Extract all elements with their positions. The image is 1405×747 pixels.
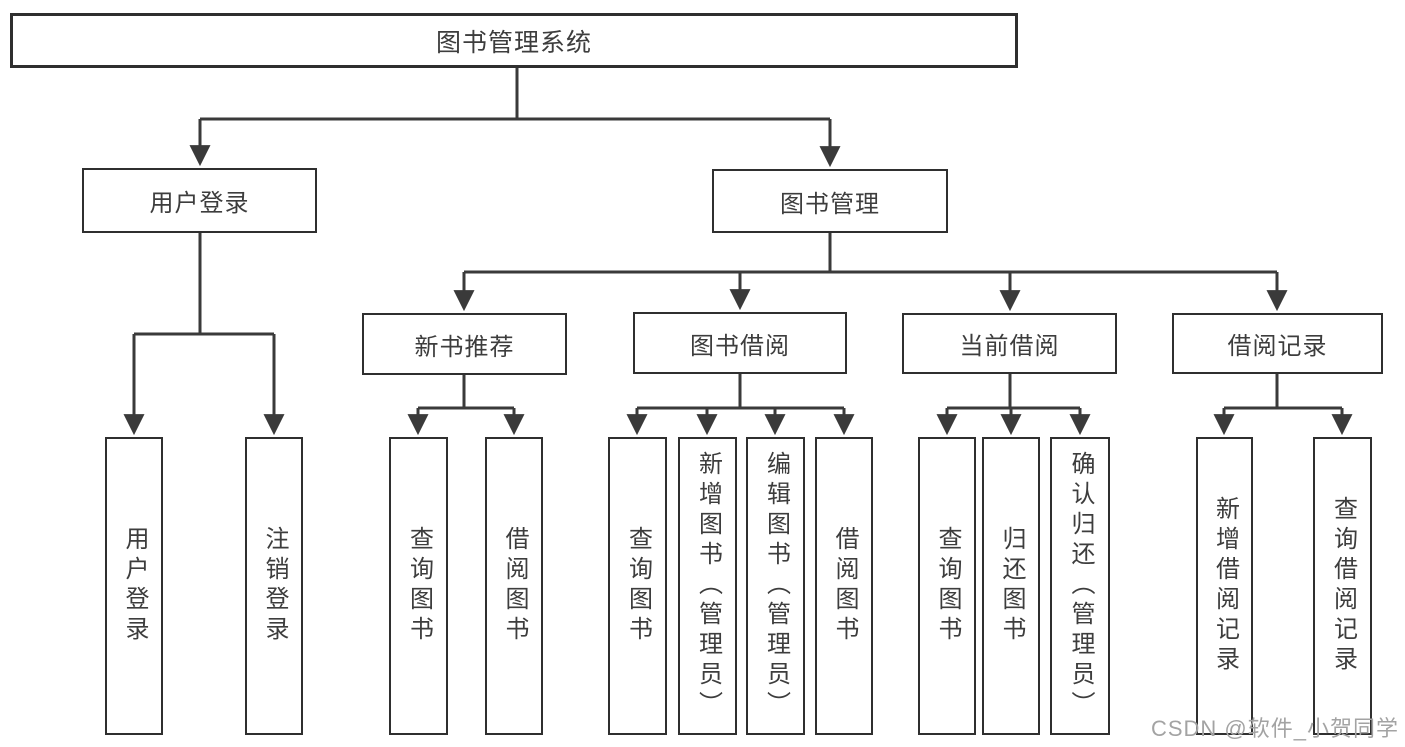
watermark: CSDN @软件_小贺同学 (1150, 716, 1399, 741)
node-leaf-edit-book-admin: 编辑图书（管理员） (746, 437, 805, 735)
node-user-login: 用户登录 (82, 168, 317, 233)
node-label: 新增借阅记录 (1211, 496, 1239, 676)
node-borrowing-records: 借阅记录 (1172, 313, 1383, 374)
node-label: 查询图书 (624, 526, 652, 646)
node-label: 编辑图书（管理员） (762, 451, 790, 721)
node-leaf-borrow-book-2: 借阅图书 (815, 437, 873, 735)
node-label: 确认归还（管理员） (1067, 451, 1094, 721)
node-new-book-recommendation: 新书推荐 (362, 313, 567, 375)
node-leaf-logout: 注销登录 (245, 437, 303, 735)
node-label: 归还图书 (998, 526, 1025, 646)
node-label: 借阅图书 (831, 526, 858, 646)
node-label: 借阅图书 (501, 526, 528, 646)
node-current-borrowing: 当前借阅 (902, 313, 1117, 374)
node-leaf-borrow-book-1: 借阅图书 (485, 437, 543, 735)
node-label: 查询图书 (405, 526, 433, 646)
node-label: 查询图书 (934, 526, 961, 646)
connectors (123, 68, 1353, 436)
node-label: 新增图书（管理员） (694, 451, 722, 721)
node-root: 图书管理系统 (10, 13, 1018, 68)
node-leaf-user-login: 用户登录 (105, 437, 163, 735)
node-leaf-query-book-3: 查询图书 (918, 437, 976, 735)
node-label: 用户登录 (121, 526, 148, 646)
node-book-management: 图书管理 (712, 169, 948, 233)
node-leaf-query-book-2: 查询图书 (608, 437, 667, 735)
node-leaf-confirm-return-admin: 确认归还（管理员） (1050, 437, 1110, 735)
node-label: 查询借阅记录 (1329, 496, 1357, 676)
node-book-borrowing: 图书借阅 (633, 312, 847, 374)
node-leaf-add-book-admin: 新增图书（管理员） (678, 437, 737, 735)
node-leaf-query-borrow-record: 查询借阅记录 (1313, 437, 1372, 735)
node-leaf-add-borrow-record: 新增借阅记录 (1196, 437, 1253, 735)
node-leaf-query-book-1: 查询图书 (389, 437, 448, 735)
node-label: 注销登录 (261, 526, 288, 646)
node-leaf-return-book: 归还图书 (982, 437, 1040, 735)
